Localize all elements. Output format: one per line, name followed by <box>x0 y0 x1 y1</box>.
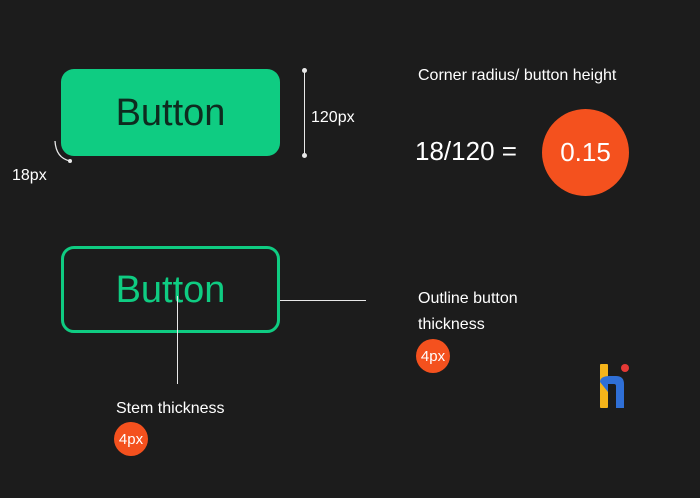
outline-button-label: Button <box>115 269 226 311</box>
ratio-result-circle: 0.15 <box>542 109 629 196</box>
filled-button-label: Button <box>115 92 226 134</box>
stem-pointer-line <box>177 296 178 384</box>
height-measure-bottom-dot <box>302 153 307 158</box>
outline-thickness-value: 4px <box>420 347 446 365</box>
outline-thickness-label: Outline button thickness <box>418 290 518 333</box>
filled-button-sample: Button <box>61 69 280 156</box>
ratio-title: Corner radius/ button height <box>418 67 617 84</box>
stem-thickness-label: Stem thickness <box>116 400 225 417</box>
height-measure-label: 120px <box>311 109 355 126</box>
ratio-result-value: 0.15 <box>560 137 611 167</box>
outline-pointer-line <box>280 300 366 301</box>
corner-radius-arc-icon <box>54 140 72 163</box>
height-measure-line <box>304 70 305 156</box>
height-measure-top-dot <box>302 68 307 73</box>
outline-thickness-badge: 4px <box>416 339 450 373</box>
stem-thickness-badge: 4px <box>114 422 148 456</box>
stem-thickness-value: 4px <box>118 430 144 448</box>
hi-logo-icon <box>600 364 629 408</box>
ratio-formula: 18/120 = <box>415 136 517 166</box>
outline-button-sample: Button <box>61 246 280 333</box>
corner-radius-label: 18px <box>12 167 47 184</box>
